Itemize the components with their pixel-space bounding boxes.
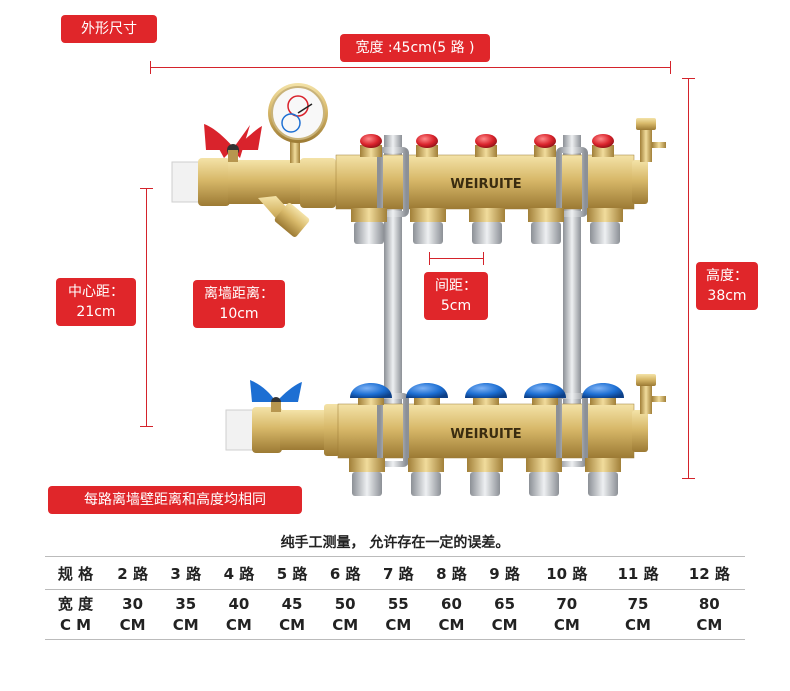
brand-upper: WEIRUITE (450, 177, 521, 192)
height-tick-bottom (682, 478, 695, 479)
spec-cell: 8 路 (424, 556, 479, 590)
width-text: 宽度 :45cm(5 路 ) (355, 40, 475, 56)
spec-cell: 6 路 (318, 556, 372, 590)
height-value: 38cm (707, 288, 747, 304)
spacing-label: 间距： (435, 278, 477, 294)
spec-header-label: 规 格 (45, 556, 107, 590)
height-tag: 高度： 38cm (696, 262, 758, 310)
height-tick-top (682, 78, 695, 79)
center-dim-line (146, 188, 147, 426)
center-tick-bottom (140, 426, 153, 427)
upper-red-caps (360, 134, 614, 157)
spacing-tag: 间距： 5cm (424, 272, 488, 320)
spacing-dim-line (429, 258, 483, 259)
value-header-label: 宽 度 C M (45, 589, 107, 640)
wall-distance-label: 离墙距离： (204, 286, 274, 302)
center-tick-top (140, 188, 153, 189)
lower-outlets (349, 458, 621, 496)
spec-cell: 9 路 (478, 556, 532, 590)
upper-manifold (171, 83, 666, 237)
spec-cell: 4 路 (212, 556, 266, 590)
upper-outlets (351, 208, 623, 244)
manifold-illustration: WEIRUITE WEIRUITE (171, 83, 666, 496)
spec-cell: 2 路 (106, 556, 160, 590)
title-text: 外形尺寸 (81, 21, 137, 37)
spec-table: 规 格 2 路 3 路 4 路 5 路 6 路 7 路 8 路 9 路 10 路… (45, 556, 745, 640)
width-tag: 宽度 :45cm(5 路 ) (340, 34, 490, 62)
spec-header-row: 规 格 2 路 3 路 4 路 5 路 6 路 7 路 8 路 9 路 10 路… (45, 556, 745, 590)
wall-distance-tag: 离墙距离： 10cm (193, 280, 285, 328)
width-dim-line (150, 67, 670, 68)
note-tag: 每路离墙壁距离和高度均相同 (48, 486, 302, 514)
title-tag: 外形尺寸 (61, 15, 157, 43)
width-tick-left (150, 61, 151, 74)
lower-blue-caps (350, 383, 624, 405)
spec-cell: 3 路 (159, 556, 213, 590)
value-label-line1: 宽 度 (57, 594, 94, 613)
measurement-caption: 纯手工测量， 允许存在一定的误差。 (280, 535, 510, 551)
spec-cell: 7 路 (371, 556, 425, 590)
spec-cell: 11 路 (602, 556, 674, 590)
center-value: 21cm (76, 304, 116, 320)
spacing-tick-left (429, 252, 430, 265)
center-label: 中心距： (68, 284, 124, 300)
note-text: 每路离墙壁距离和高度均相同 (84, 492, 266, 508)
spec-cell: 12 路 (673, 556, 745, 590)
spec-cell: 10 路 (531, 556, 603, 590)
spacing-value: 5cm (440, 298, 472, 314)
center-tag: 中心距： 21cm (56, 278, 136, 326)
height-dim-line (688, 78, 689, 478)
wall-distance-value: 10cm (219, 306, 259, 322)
height-label: 高度： (706, 268, 748, 284)
value-label-line2: C M (59, 615, 92, 634)
brand-lower: WEIRUITE (450, 427, 521, 442)
width-tick-right (670, 61, 671, 74)
spacing-tick-right (483, 252, 484, 265)
spec-cell: 5 路 (265, 556, 319, 590)
